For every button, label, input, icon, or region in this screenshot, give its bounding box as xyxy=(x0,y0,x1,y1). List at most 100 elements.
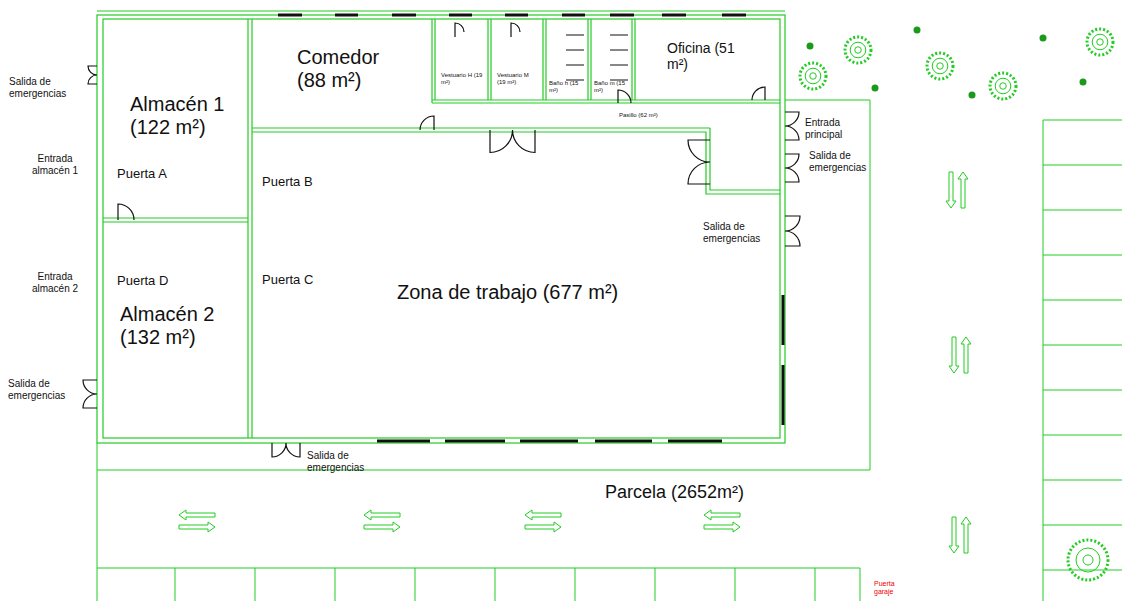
plan-label: Salida de emergencias xyxy=(8,378,74,401)
window xyxy=(782,365,785,425)
tree xyxy=(932,58,948,74)
tree xyxy=(1000,83,1007,90)
window xyxy=(782,295,785,345)
parking-space xyxy=(655,568,656,601)
room-label: Zona de trabajo (677 m²) xyxy=(397,281,930,304)
window xyxy=(377,440,430,443)
door xyxy=(618,90,631,103)
room-area: Baño h (15 m²) xyxy=(543,19,588,103)
wall xyxy=(710,128,780,190)
room-area: Almacén 2 (132 m²) xyxy=(103,220,250,438)
parking-space xyxy=(1043,300,1122,301)
traffic-arrow xyxy=(946,172,968,208)
window xyxy=(662,14,686,17)
plan-label: Puerta C xyxy=(262,273,313,288)
tree xyxy=(800,63,826,89)
room-label: Almacén 1 (122 m²) xyxy=(130,93,242,139)
room-label: Almacén 2 (132 m²) xyxy=(120,303,232,349)
toilet-fixture xyxy=(566,35,584,36)
tree xyxy=(1097,39,1104,46)
wall xyxy=(432,99,780,100)
plan-label: Salida de emergencias xyxy=(809,150,877,173)
parking-space xyxy=(335,568,336,601)
door xyxy=(511,23,520,37)
tree xyxy=(855,47,862,54)
tree xyxy=(1083,555,1093,565)
tree xyxy=(914,27,921,34)
tree xyxy=(1087,29,1113,55)
toilet-fixture xyxy=(566,50,584,51)
parking-space xyxy=(495,568,496,601)
parking-space xyxy=(735,568,736,601)
traffic-arrow xyxy=(704,510,740,532)
wall xyxy=(490,19,491,100)
plan-label: Salida de emergencias xyxy=(703,221,773,244)
parking-space xyxy=(175,568,176,601)
parking-space xyxy=(1043,345,1122,346)
toilet-fixture xyxy=(566,65,584,66)
wall xyxy=(542,19,543,100)
tree xyxy=(872,85,879,92)
parking-space xyxy=(1043,120,1122,121)
room-label: Pasillo (62 m²) xyxy=(619,112,970,119)
tree xyxy=(1040,35,1047,42)
tree xyxy=(1076,548,1100,572)
window xyxy=(278,14,302,17)
plan-label: Puerta A xyxy=(117,167,167,182)
window xyxy=(505,14,528,17)
wall xyxy=(97,10,785,11)
wall xyxy=(247,19,248,438)
window xyxy=(392,14,416,17)
door xyxy=(83,23,800,457)
tree xyxy=(995,78,1011,94)
tree xyxy=(1092,34,1108,50)
plot-boundary xyxy=(870,100,871,470)
door xyxy=(420,116,434,130)
plan-label: Entrada almacén 2 xyxy=(22,271,88,294)
window xyxy=(278,15,783,441)
room-area: Comedor (88 m²) xyxy=(250,19,432,130)
door xyxy=(88,66,97,84)
plan-label: Puerta B xyxy=(262,175,313,190)
toilet-fixture xyxy=(610,50,628,51)
window xyxy=(335,14,358,17)
toilet-fixture xyxy=(610,65,628,66)
room-label: Comedor (88 m²) xyxy=(297,46,401,92)
tree xyxy=(990,73,1016,99)
room-label: Baño m (15 m²) xyxy=(594,80,630,94)
wall xyxy=(587,19,588,100)
room-area: Baño m (15 m²) xyxy=(588,19,632,103)
traffic-arrow xyxy=(179,510,215,532)
parking-space xyxy=(1043,390,1122,391)
window xyxy=(445,440,505,443)
tree xyxy=(805,68,821,84)
plot-boundary xyxy=(860,568,861,601)
traffic-arrow xyxy=(179,172,971,553)
wall xyxy=(97,15,785,443)
toilet-fixture xyxy=(566,35,628,80)
wall xyxy=(434,19,435,100)
traffic-arrow xyxy=(949,517,971,553)
plan-label: Parcela (2652m²) xyxy=(605,482,744,503)
plan-label: Entrada almacén 1 xyxy=(22,153,88,176)
room-label: Oficina (51 m²) xyxy=(667,40,741,72)
window xyxy=(562,14,585,17)
parking-space xyxy=(255,568,256,601)
parking-space xyxy=(1043,210,1122,211)
tree xyxy=(845,37,871,63)
room-area: Vestuario M (19 m²) xyxy=(488,19,543,103)
tree xyxy=(927,53,953,79)
door xyxy=(688,140,710,184)
parking-space xyxy=(1043,165,1122,166)
wall xyxy=(252,127,710,128)
window xyxy=(520,440,578,443)
tree xyxy=(1068,540,1108,580)
door xyxy=(490,130,535,153)
door xyxy=(785,216,800,246)
room-area: Zona de trabajo (677 m²) xyxy=(250,130,785,443)
window xyxy=(722,14,746,17)
parking-space xyxy=(1043,255,1122,256)
plan-label: Salida de emergencias xyxy=(307,450,377,473)
tree xyxy=(1087,29,1113,55)
